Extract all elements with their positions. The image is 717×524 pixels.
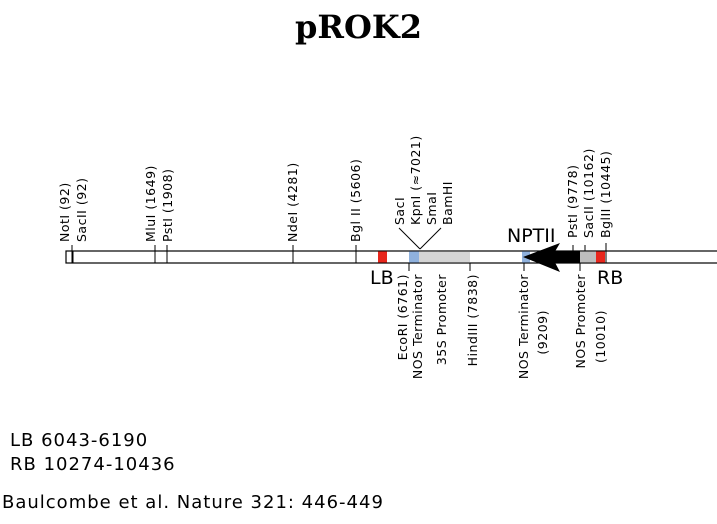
site-label: EcoRI (6761) — [395, 274, 410, 360]
lb-border — [378, 251, 387, 263]
site-label: KpnI (≈7021) — [408, 135, 423, 225]
site-label: NotI (92) — [57, 182, 72, 242]
nptii-label: NPTII — [507, 225, 555, 247]
feature-label: NOS Terminator — [410, 274, 425, 379]
rb-border — [596, 251, 605, 263]
site-label: PstI (9778) — [565, 165, 580, 238]
site-label: SmaI — [424, 192, 439, 225]
page-title: pROK2 — [295, 8, 422, 46]
lb-range: LB 6043-6190 — [10, 430, 149, 451]
site-label: PstI (1908) — [160, 169, 175, 242]
feature-label: 35S Promoter — [434, 274, 449, 366]
nos-terminator-block — [409, 251, 419, 263]
nptii-arrow — [523, 243, 580, 272]
site-label: (10010) — [593, 310, 608, 363]
rb-range: RB 10274-10436 — [10, 454, 176, 475]
site-label: Bgl II (5606) — [348, 159, 363, 242]
feature-label: NOS Promoter — [573, 274, 588, 369]
35s-promoter-block — [419, 251, 470, 263]
site-ticks — [71, 227, 607, 271]
site-label: NdeI (4281) — [285, 162, 300, 242]
site-label: SacI — [392, 197, 407, 225]
nos-promoter-block — [580, 251, 596, 263]
site-label: BglII (10445) — [598, 151, 613, 238]
lb-label: LB — [370, 267, 394, 289]
rb-label: RB — [597, 267, 623, 289]
site-label: SacII (10162) — [581, 148, 596, 238]
site-label: MluI (1649) — [143, 165, 158, 242]
site-label: BamHI — [440, 181, 455, 225]
backbone — [65, 250, 717, 264]
site-label: HindIII (7838) — [465, 274, 480, 366]
citation: Baulcombe et al. Nature 321: 446-449 — [2, 492, 384, 513]
feature-label: NOS Terminator — [516, 274, 531, 379]
site-label: SacII (92) — [74, 178, 89, 242]
site-label: (9209) — [535, 310, 550, 355]
